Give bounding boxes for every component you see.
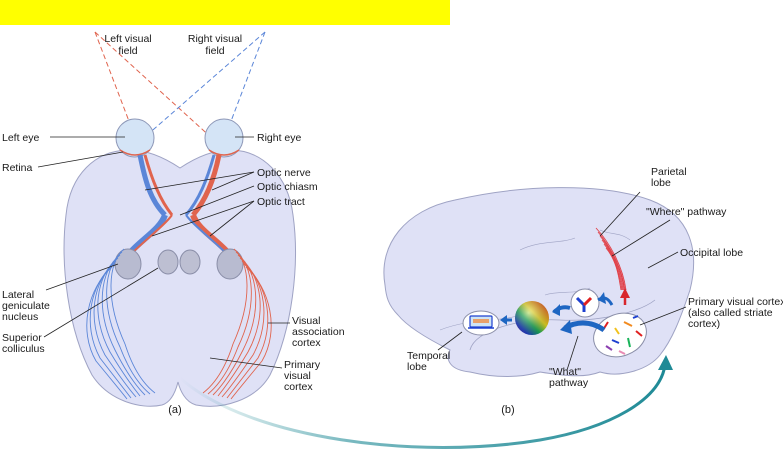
connecting-arrow-head	[658, 355, 673, 370]
label-occipital-lobe: Occipital lobe	[680, 247, 743, 259]
sulcus-line	[519, 237, 576, 251]
label-superior-colliculus-2: colliculus	[2, 343, 45, 355]
left-field-ray	[94, 31, 226, 151]
label-what-2: pathway	[549, 377, 589, 389]
orientation-bars	[602, 315, 643, 355]
right-eye-shape	[204, 118, 244, 158]
left-superior-colliculus	[157, 249, 179, 275]
left-optic-radiation	[86, 248, 156, 400]
svg-text:Superior colliculus: Superior colliculus	[2, 332, 45, 355]
label-retina: Retina	[2, 162, 33, 174]
right-retina	[208, 149, 240, 156]
label-visual-association-2: association	[292, 326, 345, 338]
label-primary-visual-b-2: (also called striate	[688, 307, 773, 319]
label-temporal-1: Temporal	[407, 350, 450, 362]
label-right-eye: Right eye	[257, 132, 302, 144]
label-lgn-2: geniculate	[2, 300, 50, 312]
left-optic-nerve-blue	[137, 154, 167, 217]
blue-arrow-head	[560, 320, 572, 334]
label-visual-association-1: Visual	[292, 315, 320, 327]
label-lgn-3: nucleus	[2, 311, 38, 323]
panel-b-caption: (b)	[501, 404, 514, 416]
blue-arrow-head	[598, 292, 606, 304]
svg-text:Parietal lobe: Parietal lobe	[651, 166, 690, 189]
label-primary-visual-a-3: cortex	[284, 381, 313, 393]
label-primary-visual-b-3: cortex)	[688, 318, 720, 330]
label-optic-chiasm: Optic chiasm	[257, 181, 318, 193]
label-right-visual-field-2: field	[205, 45, 224, 57]
right-optic-radiation	[202, 248, 272, 400]
color-sphere-shade	[515, 301, 549, 335]
label-superior-colliculus-1: Superior	[2, 332, 42, 344]
label-temporal-2: lobe	[407, 361, 427, 373]
color-shape-icon	[575, 296, 593, 312]
label-what-1: "What"	[549, 366, 581, 378]
left-optic-nerve-red	[143, 154, 174, 216]
svg-text:"What" pathway: "What" pathway	[549, 366, 589, 389]
panel-b-leader-lines	[437, 191, 687, 371]
title-banner	[0, 0, 450, 25]
left-retina	[119, 149, 151, 156]
svg-text:Primary visual cor: Primary visual cortex	[284, 359, 323, 393]
right-optic-nerve-red	[191, 154, 222, 217]
label-left-visual-field-1: Left visual	[104, 33, 151, 45]
right-optic-nerve-blue	[184, 154, 216, 216]
label-visual-association-3: cortex	[292, 337, 321, 349]
where-arrow-head	[620, 288, 630, 298]
label-where-pathway: "Where" pathway	[646, 206, 727, 218]
sulcus-line	[599, 229, 631, 241]
svg-text:Visual association: Visual association cortex	[292, 315, 347, 349]
right-lateral-geniculate	[216, 248, 244, 280]
where-pathway-fibers	[595, 227, 627, 291]
panel-a-leader-lines	[37, 136, 290, 369]
label-lgn-1: Lateral	[2, 289, 34, 301]
left-lateral-geniculate	[114, 248, 142, 280]
svg-text:Temporal lobe: Temporal lobe	[407, 350, 453, 373]
label-left-visual-field-2: field	[118, 45, 137, 57]
label-optic-tract: Optic tract	[257, 196, 305, 208]
label-optic-nerve: Optic nerve	[257, 167, 311, 179]
label-primary-visual-a-2: visual	[284, 370, 311, 382]
svg-text:Primary visual cortex (a: Primary visual cortex (also called stria…	[688, 296, 783, 330]
right-superior-colliculus	[179, 249, 201, 275]
blue-arrow-head	[552, 304, 560, 316]
right-field-ray	[129, 31, 266, 151]
blue-arrow-head	[500, 315, 507, 325]
label-parietal-2: lobe	[651, 177, 671, 189]
label-primary-visual-a-1: Primary	[284, 359, 321, 371]
panel-a-caption: (a)	[168, 404, 181, 416]
svg-text:Lateral geniculate: Lateral geniculate nucleus	[2, 289, 53, 323]
label-parietal-1: Parietal	[651, 166, 687, 178]
left-eye-shape	[115, 118, 155, 158]
label-primary-visual-b-1: Primary visual cortex	[688, 296, 783, 308]
panel-b: Parietal lobe "Where" pathway Occipital …	[383, 166, 783, 416]
object-icon	[468, 315, 494, 329]
connecting-arrow	[179, 364, 667, 449]
label-left-eye: Left eye	[2, 132, 40, 144]
label-right-visual-field-1: Right visual	[188, 33, 242, 45]
